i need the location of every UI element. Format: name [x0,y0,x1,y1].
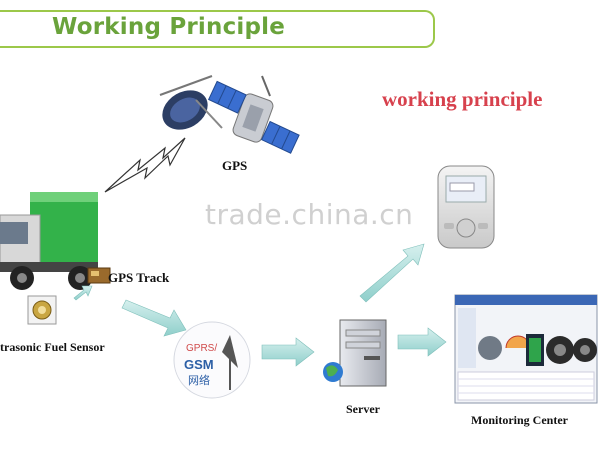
arrow-to-server [261,337,315,367]
monitoring-label: Monitoring Center [471,413,568,427]
diagram-subtitle: working principle [382,87,543,111]
gps-track-label: GPS Track [108,270,170,285]
satellite-icon [159,75,300,154]
network-label: 网络 [188,374,210,387]
gprs-network-icon [173,321,251,399]
watermark-text: trade.china.cn [205,198,414,231]
page-title: Working Principle [52,14,286,40]
mobile-phone-icon [437,165,495,249]
monitoring-screen-icon [454,294,598,404]
gprs-label: GPRS/ [186,343,218,354]
arrow-to-phone [359,243,425,303]
fuel-sensor-icon [27,295,57,325]
fuel-sensor-label: trasonic Fuel Sensor [0,340,105,354]
server-label: Server [346,402,380,416]
arrow-to-gprs [121,299,187,337]
header-frame [0,10,435,48]
gps-tracker-icon [87,267,111,284]
gsm-label: GSM [184,357,214,372]
sensor-arrow [73,285,93,301]
gps-label: GPS [222,158,248,173]
signal-bolt-icon [104,137,186,193]
server-icon [323,319,387,387]
arrow-to-monitoring [397,327,447,357]
truck-icon [0,192,98,290]
